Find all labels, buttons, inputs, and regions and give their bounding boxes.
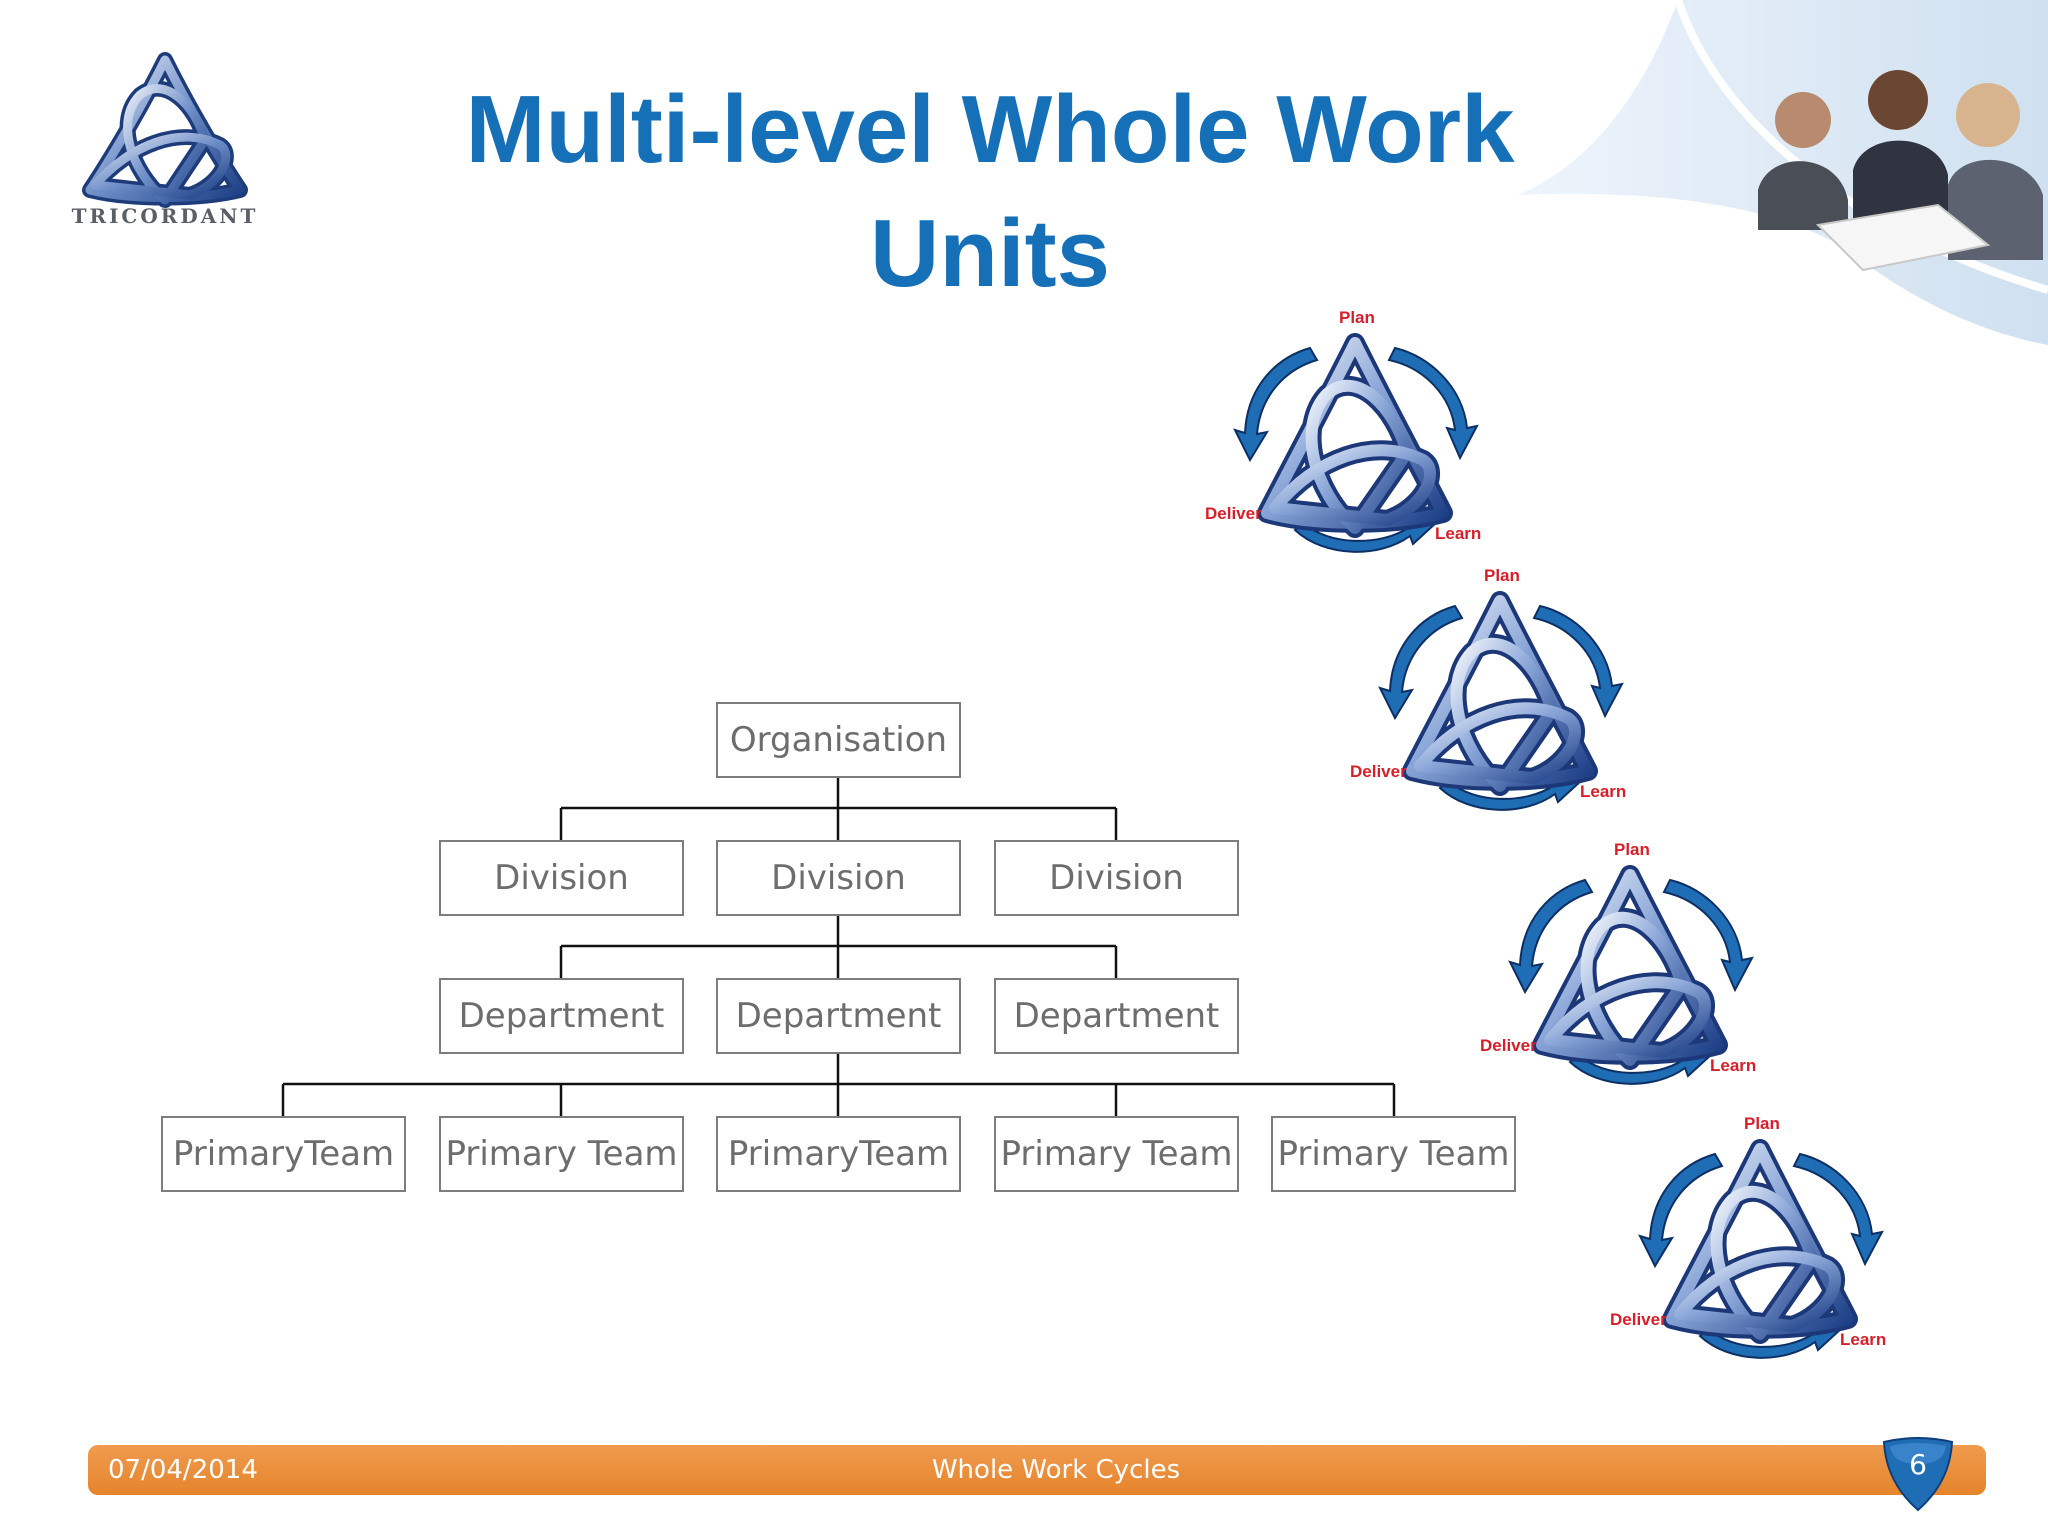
- cycle-label-plan: Plan: [1744, 1114, 1780, 1133]
- plan-deliver-learn-cycle: Plan Deliver Learn: [1350, 566, 1650, 836]
- org-box-division: Division: [716, 840, 961, 916]
- trefoil-cycle-icon: [1378, 591, 1624, 811]
- footer-bar: [88, 1445, 1986, 1495]
- cycle-label-learn: Learn: [1710, 1056, 1757, 1075]
- org-box-department: Department: [716, 978, 961, 1054]
- trefoil-cycle-icon: [1638, 1139, 1884, 1359]
- logo-caption: TRICORDANT: [71, 204, 259, 228]
- plan-deliver-learn-cycle: Plan Deliver Learn: [1610, 1114, 1910, 1384]
- org-box-primary-team: Primary Team: [1271, 1116, 1516, 1192]
- cycle-label-deliver: Deliver: [1610, 1310, 1667, 1329]
- cycle-label-learn: Learn: [1840, 1330, 1887, 1349]
- org-box-primary-team: Primary Team: [439, 1116, 684, 1192]
- org-box-department: Department: [439, 978, 684, 1054]
- trefoil-cycle-icon: [1233, 333, 1479, 553]
- cycle-label-learn: Learn: [1435, 524, 1482, 543]
- slide-title: Multi-level Whole Work Units: [465, 76, 1515, 307]
- cycle-label-deliver: Deliver: [1480, 1036, 1537, 1055]
- org-box-primary-team: PrimaryTeam: [161, 1116, 406, 1192]
- org-box-primary-team: Primary Team: [994, 1116, 1239, 1192]
- cycle-label-plan: Plan: [1339, 308, 1375, 327]
- cycle-label-learn: Learn: [1580, 782, 1627, 801]
- org-connector-lines: [281, 776, 1396, 1116]
- tricordant-logo: TRICORDANT: [70, 50, 260, 240]
- org-box-division: Division: [439, 840, 684, 916]
- footer-date: 07/04/2014: [108, 1455, 258, 1485]
- org-box-division: Division: [994, 840, 1239, 916]
- page-number: 6: [1909, 1448, 1927, 1481]
- trefoil-cycle-icon: [1508, 865, 1754, 1085]
- cycle-label-deliver: Deliver: [1205, 504, 1262, 523]
- cycle-label-plan: Plan: [1484, 566, 1520, 585]
- page-number-shield-icon: [1882, 1437, 1954, 1512]
- org-box-department: Department: [994, 978, 1239, 1054]
- org-box-organisation: Organisation: [716, 702, 961, 778]
- business-meeting-photo: [1518, 0, 2048, 345]
- plan-deliver-learn-cycle: Plan Deliver Learn: [1205, 308, 1505, 578]
- cycle-label-deliver: Deliver: [1350, 762, 1407, 781]
- trefoil-logo-icon: [82, 52, 248, 208]
- cycle-label-plan: Plan: [1614, 840, 1650, 859]
- org-box-primary-team: PrimaryTeam: [716, 1116, 961, 1192]
- footer-title: Whole Work Cycles: [931, 1455, 1181, 1485]
- plan-deliver-learn-cycle: Plan Deliver Learn: [1480, 840, 1780, 1110]
